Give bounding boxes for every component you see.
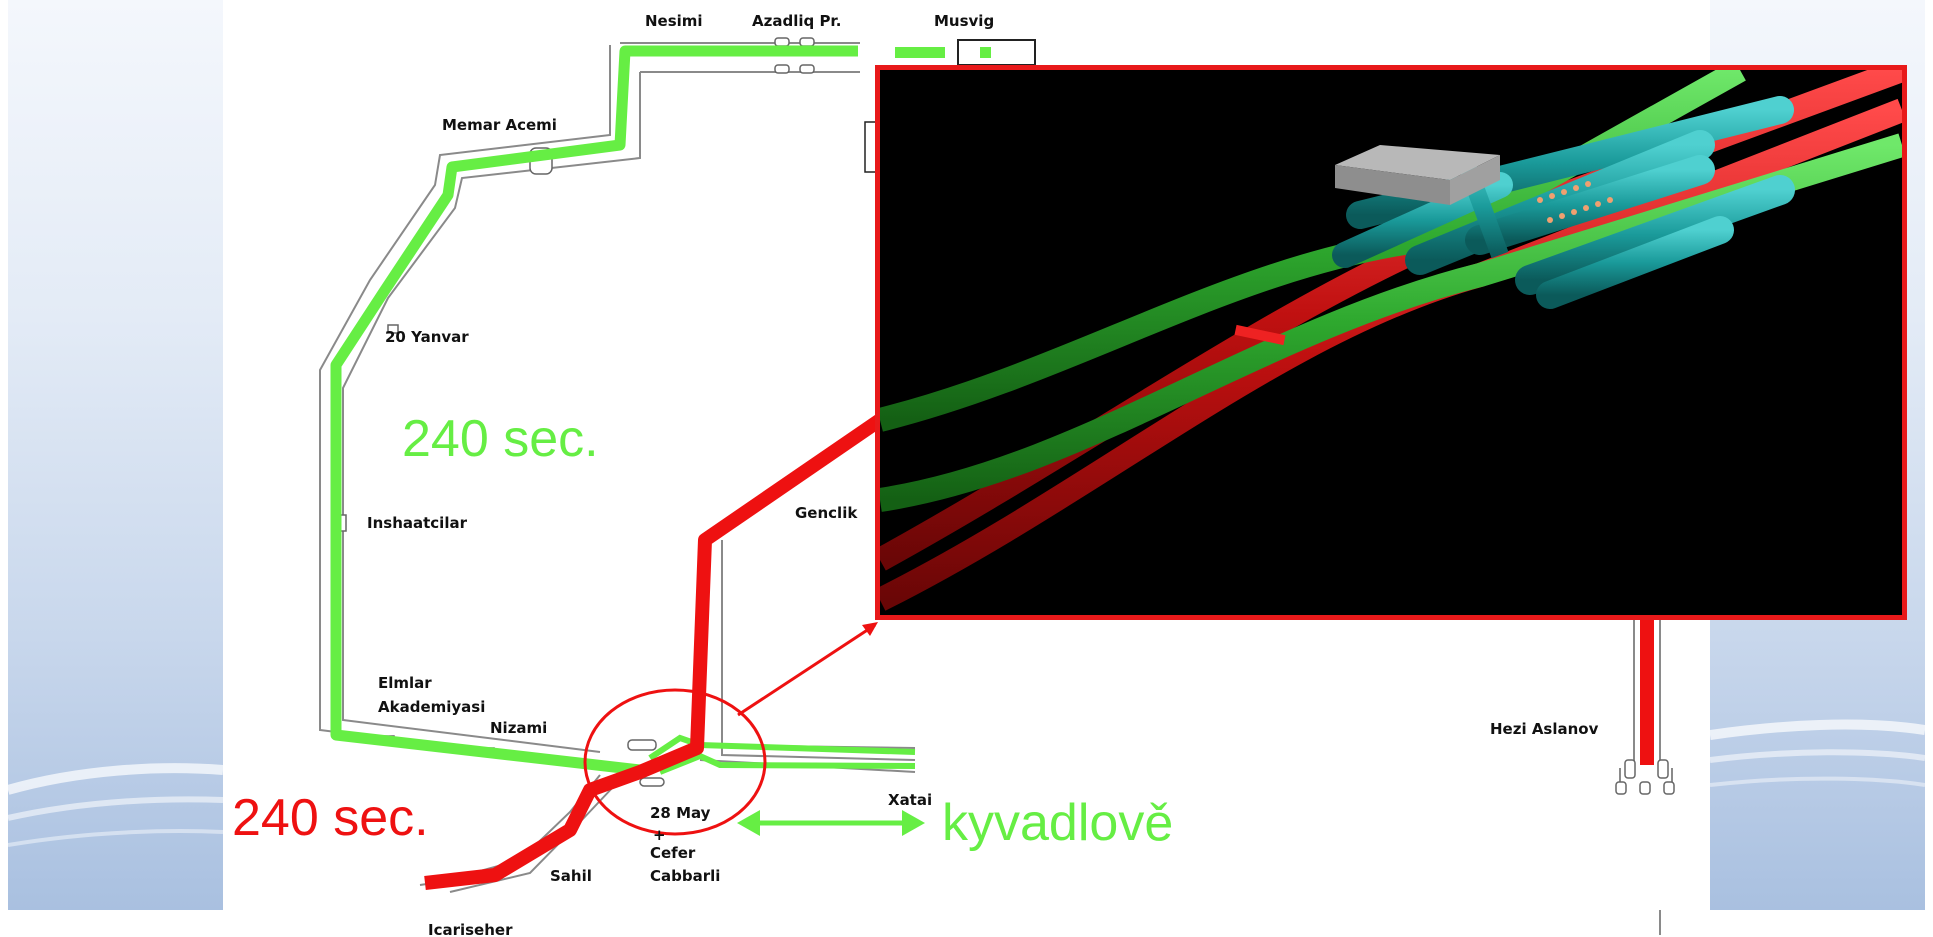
station-label-elmlar-line2: Akademiyasi — [378, 698, 485, 716]
green-line-dash-small — [980, 47, 991, 58]
green-tunnel-2 — [880, 133, 1902, 512]
station-label-elmlar-line1: Elmlar — [378, 674, 432, 692]
shuttle-double-arrow — [737, 810, 925, 836]
station-label-28-may: 28 May — [650, 804, 711, 822]
station-building-block — [1335, 145, 1500, 205]
station-label-azadliq: Azadliq Pr. — [752, 12, 841, 30]
station-cyan-tunnels — [1332, 96, 1795, 309]
tunnel-3d-render — [880, 70, 1902, 611]
station-label-memar-acemi: Memar Acemi — [442, 116, 557, 134]
red-line-route — [424, 414, 884, 890]
station-label-nesimi: Nesimi — [645, 12, 703, 30]
zoom-arrow-line — [737, 623, 876, 717]
green-shuttle-branch-2 — [658, 752, 916, 775]
red-interval-label: 240 sec. — [232, 789, 429, 847]
musvig-box — [957, 39, 1036, 66]
station-label-sahil: Sahil — [550, 867, 592, 885]
station-label-inshaatcilar: Inshaatcilar — [367, 514, 468, 532]
station-label-cabbarli: Cabbarli — [650, 867, 720, 885]
green-interval-label: 240 sec. — [402, 410, 599, 468]
tunnel-3d-inset — [875, 65, 1907, 620]
station-label-20-yanvar: 20 Yanvar — [385, 328, 469, 346]
platform-markers — [1537, 181, 1613, 223]
station-label-28-may-plus: + — [653, 826, 666, 844]
station-label-nizami: Nizami — [490, 719, 547, 737]
station-label-xatai: Xatai — [888, 791, 932, 809]
red-crossover — [1234, 324, 1286, 346]
right-wave-decoration — [1710, 719, 1925, 787]
station-label-hezi-aslanov: Hezi Aslanov — [1490, 720, 1599, 738]
green-shuttle-branch — [648, 734, 916, 761]
station-label-icariseher: Icariseher — [428, 921, 513, 937]
green-line-dash — [895, 47, 945, 58]
left-wave-decoration — [8, 763, 223, 847]
left-background-panel — [8, 0, 223, 910]
station-label-cefer: Cefer — [650, 844, 696, 862]
station-label-musvig: Musvig — [934, 12, 994, 30]
zoom-arrow-head — [862, 622, 878, 636]
station-label-genclik: Genclik — [795, 504, 858, 522]
transfer-highlight-circle — [583, 688, 767, 836]
shuttle-label: kyvadlově — [942, 794, 1173, 852]
green-line-route — [330, 45, 858, 776]
